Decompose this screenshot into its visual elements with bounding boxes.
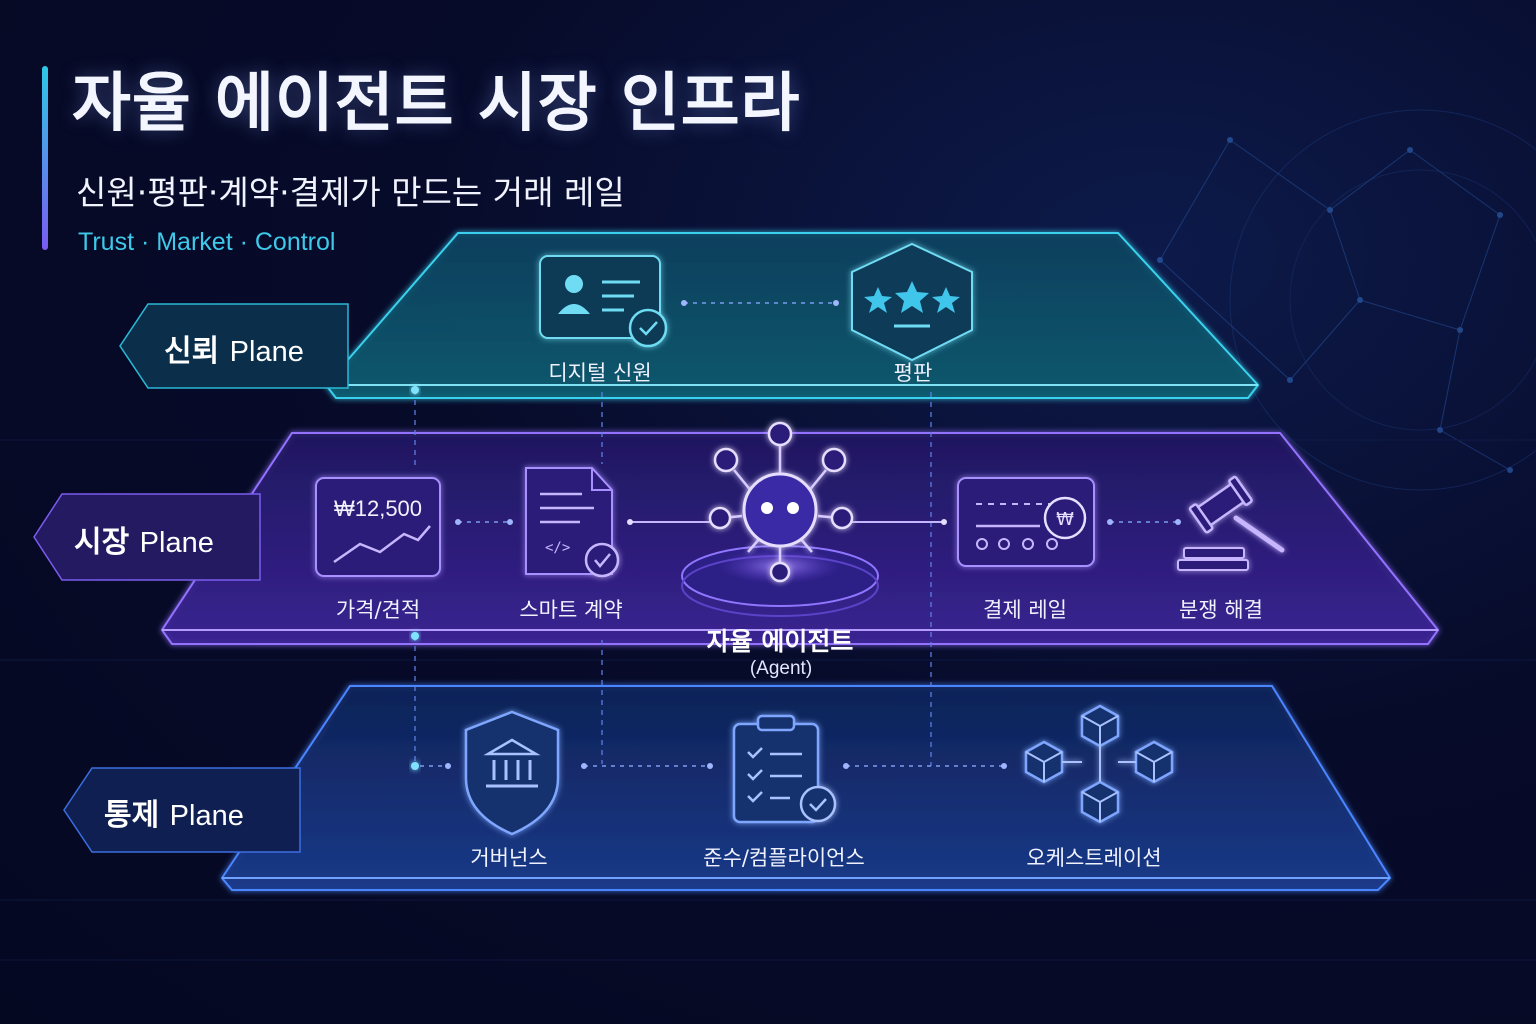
- price-quote-label: 가격/견적: [335, 598, 421, 622]
- vertical-connectors: [414, 390, 932, 766]
- agent-link-dots: [627, 519, 947, 525]
- page-subtitle: 신원·평판·계약·결제가 만드는 거래 레일: [76, 173, 625, 212]
- compliance-label: 준수/컴플라이언스: [703, 846, 865, 870]
- code-document-check-icon: </>: [525, 467, 620, 578]
- orchestration-label: 오케스트레이션: [1026, 846, 1162, 870]
- svg-text:₩: ₩: [1056, 509, 1074, 530]
- price-chart-icon: [315, 477, 441, 577]
- trust-plane-tag-shape: [119, 303, 349, 389]
- dispute-resolution-label: 분쟁 해결: [1179, 598, 1263, 622]
- payment-rail-won-icon: ₩: [957, 477, 1095, 567]
- trust-plane-label-en: Plane: [229, 336, 304, 368]
- id-card-check-icon: [539, 255, 668, 348]
- clipboard-checklist-icon: [732, 714, 837, 824]
- digital-identity-label: 디지털 신원: [548, 361, 652, 385]
- three-stars-badge-icon: [851, 242, 973, 362]
- market-plane-tag: 시장 Plane: [74, 517, 214, 561]
- cube-network-icon: [1024, 704, 1174, 824]
- market-plane-label-ko: 시장: [74, 525, 130, 560]
- horizontal-connectors: [420, 302, 1178, 767]
- market-plane-tag-shape: [33, 493, 261, 581]
- page-title: 자율 에이전트 시장 인프라: [72, 67, 801, 141]
- payment-rail-label: 결제 레일: [983, 598, 1067, 622]
- connector-dots: [445, 300, 1181, 769]
- control-plane-label-en: Plane: [169, 800, 244, 832]
- smart-contract-label: 스마트 계약: [519, 598, 623, 622]
- price-value: ₩12,500: [333, 496, 423, 521]
- control-plane-tag: 통제 Plane: [104, 790, 244, 834]
- control-plane-tag-shape: [63, 767, 301, 853]
- trust-plane-tag: 신뢰 Plane: [164, 326, 304, 370]
- agent-title: 자율 에이전트: [706, 627, 854, 656]
- tagline: Trust · Market · Control: [78, 228, 336, 256]
- svg-text:</>: </>: [545, 540, 570, 556]
- market-plane-label-en: Plane: [139, 527, 214, 559]
- network-robot-icon: [708, 421, 854, 583]
- trust-plane-label-ko: 신뢰: [164, 334, 220, 369]
- connector-nodes: [411, 386, 419, 770]
- gavel-icon: [1177, 475, 1285, 571]
- reputation-label: 평판: [893, 361, 933, 385]
- agent-subtitle: (Agent): [749, 658, 813, 679]
- trust-plane: [324, 232, 1260, 399]
- control-plane-label-ko: 통제: [104, 798, 160, 833]
- title-accent-bar: [42, 66, 48, 250]
- governance-label: 거버넌스: [470, 846, 548, 870]
- shield-institution-icon: [464, 710, 560, 836]
